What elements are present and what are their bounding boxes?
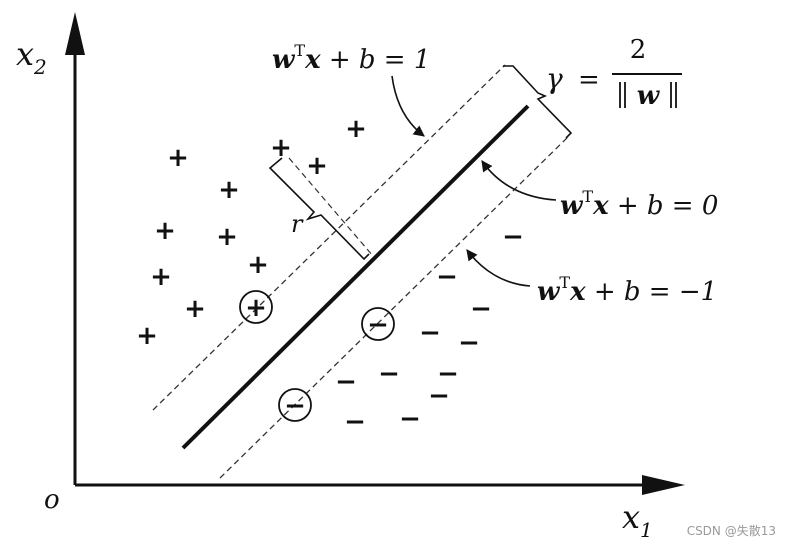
plus-sample: + <box>150 262 172 292</box>
minus-sample: − <box>502 222 524 252</box>
hyperplane-line <box>181 104 530 450</box>
margin-gamma-label: γ <box>546 62 563 95</box>
plus-sample: + <box>136 321 158 351</box>
x-axis-arrowhead <box>642 475 685 495</box>
negative-support-vector: − <box>284 391 306 421</box>
negative-support-vector-circle <box>278 388 312 422</box>
positive-support-vector: + <box>245 293 267 323</box>
plus-sample: + <box>270 133 292 163</box>
plus-sample: + <box>218 175 240 205</box>
upper-equation: wTx + b = 1 <box>272 41 430 75</box>
lower-equation-arrow <box>466 249 531 287</box>
minus-sample: − <box>470 294 492 324</box>
minus-sample: − <box>436 262 458 292</box>
lower-equation: wTx + b = −1 <box>537 273 717 307</box>
watermark: CSDN @失散13 <box>686 524 776 538</box>
minus-sample: − <box>399 404 421 434</box>
plus-sample: + <box>216 222 238 252</box>
positive-support-vector-circle <box>239 290 273 324</box>
negative-support-vector-circle <box>361 307 395 341</box>
plus-sample: + <box>247 250 269 280</box>
minus-sample: − <box>428 381 450 411</box>
plus-sample: + <box>154 216 176 246</box>
minus-sample: − <box>458 328 480 358</box>
x-axis-label: x1 <box>622 498 653 542</box>
margin-numerator: 2 <box>630 35 647 65</box>
plus-sample: + <box>306 151 328 181</box>
margin-denominator-w: w <box>637 81 661 111</box>
distance-dashed-guide <box>288 157 374 257</box>
lower-margin-line <box>219 134 571 479</box>
middle-equation-arrow <box>481 160 557 201</box>
distance-label: r <box>291 210 304 238</box>
middle-equation: wTx + b = 0 <box>560 187 718 221</box>
upper-equation-arrow <box>391 75 425 137</box>
minus-sample: − <box>378 359 400 389</box>
negative-samples: − − − − − − − − − − − <box>335 222 524 437</box>
plus-sample: + <box>167 143 189 173</box>
margin-equals-sign: = <box>578 65 600 95</box>
minus-sample: − <box>344 407 366 437</box>
negative-support-vector: − <box>367 310 389 340</box>
distance-bracket <box>268 157 370 261</box>
margin-bracket <box>503 65 573 139</box>
minus-sample: − <box>437 359 459 389</box>
plus-sample: + <box>184 294 206 324</box>
plus-sample: + <box>345 114 367 144</box>
positive-samples: + + + + + + + + + + + <box>136 114 367 351</box>
y-axis-arrowhead <box>65 12 85 55</box>
y-axis-label: x2 <box>16 35 47 79</box>
minus-sample: − <box>335 367 357 397</box>
origin-label: o <box>44 485 60 515</box>
minus-sample: − <box>419 318 441 348</box>
upper-margin-line <box>152 64 506 411</box>
